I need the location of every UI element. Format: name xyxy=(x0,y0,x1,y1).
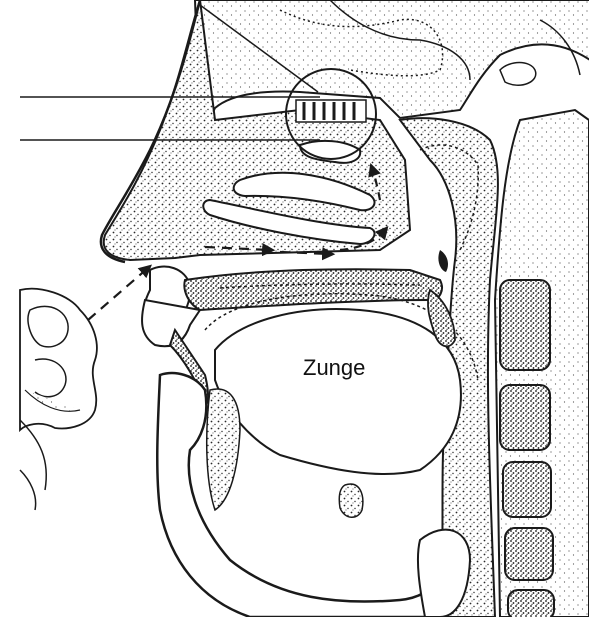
cervical-spine xyxy=(495,110,589,617)
flower-illustration xyxy=(20,289,97,510)
tongue-label: Zunge xyxy=(303,355,365,380)
palate xyxy=(184,269,442,310)
